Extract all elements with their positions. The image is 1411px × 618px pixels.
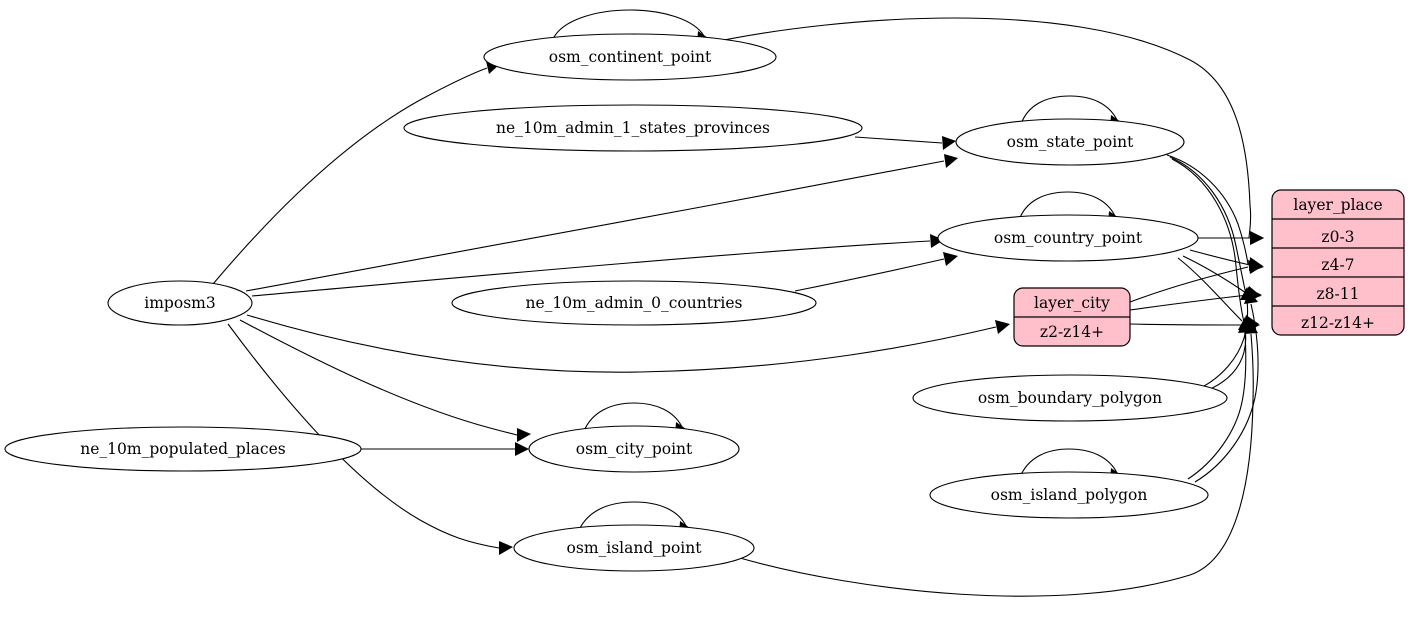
record-row-label-layer_city_title: layer_city xyxy=(1034,294,1110,312)
edge-imposm3-to-layer_city_z2 xyxy=(246,314,1010,373)
node-label-osm_boundary_polygon: osm_boundary_polygon xyxy=(978,389,1162,407)
record-row-layer_city_title[interactable]: layer_city xyxy=(1034,294,1110,312)
edge-ne_10m_admin_0_countries-to-osm_country_point xyxy=(794,252,958,292)
node-osm_island_point[interactable]: osm_island_point xyxy=(513,524,755,572)
node-layer: imposm3 ne_10m_populated_places ne_10m_a… xyxy=(4,33,1228,572)
node-osm_country_point[interactable]: osm_country_point xyxy=(937,214,1199,262)
record-row-layer_place_z0_3[interactable]: z0-3 xyxy=(1321,228,1354,246)
node-label-osm_state_point: osm_state_point xyxy=(1007,133,1135,151)
record-row-layer_place_title[interactable]: layer_place xyxy=(1293,196,1382,214)
edge-layer_city_z2-to-layer_place_z4_7 xyxy=(1129,260,1263,303)
record-body-layer_place xyxy=(1271,189,1405,336)
node-label-osm_city_point: osm_city_point xyxy=(576,440,693,458)
node-label-osm_continent_point: osm_continent_point xyxy=(549,48,712,66)
node-osm_boundary_polygon[interactable]: osm_boundary_polygon xyxy=(912,374,1228,422)
record-layer: layer_place z0-3 z4-7 z8-11 z12-z14+ la xyxy=(1013,189,1405,347)
record-node-layer_place[interactable]: layer_place z0-3 z4-7 z8-11 z12-z14+ xyxy=(1271,189,1405,336)
record-row-label-layer_place_z4_7: z4-7 xyxy=(1321,256,1354,274)
node-label-imposm3: imposm3 xyxy=(144,294,215,312)
node-label-osm_island_point: osm_island_point xyxy=(567,539,703,557)
node-label-ne_10m_admin_0_countries: ne_10m_admin_0_countries xyxy=(526,294,743,312)
node-label-osm_island_polygon: osm_island_polygon xyxy=(991,486,1148,504)
node-label-ne_10m_populated_places: ne_10m_populated_places xyxy=(80,440,285,458)
edge-imposm3-to-osm_continent_point xyxy=(212,61,500,285)
node-ne_10m_admin_0_countries[interactable]: ne_10m_admin_0_countries xyxy=(451,280,817,326)
record-row-layer_place_z8_11[interactable]: z8-11 xyxy=(1317,285,1360,303)
edge-ne_10m_admin_1_states_provinces-to-osm_state_point xyxy=(854,136,956,150)
node-label-osm_country_point: osm_country_point xyxy=(994,229,1143,247)
edge-imposm3-to-osm_city_point xyxy=(239,319,531,442)
node-osm_state_point[interactable]: osm_state_point xyxy=(955,118,1185,166)
node-ne_10m_admin_1_states_provinces[interactable]: ne_10m_admin_1_states_provinces xyxy=(403,104,863,152)
edge-osm_country_point-to-layer_place_z0_3 xyxy=(1198,231,1264,245)
edge-osm_island_polygon-to-layer_place_z8_11 xyxy=(1194,290,1259,483)
record-row-layer_place_z4_7[interactable]: z4-7 xyxy=(1321,256,1354,274)
record-node-layer_city[interactable]: layer_city z2-z14+ xyxy=(1013,287,1131,347)
node-osm_city_point[interactable]: osm_city_point xyxy=(528,425,740,473)
record-row-label-layer_city_z2: z2-z14+ xyxy=(1040,323,1104,341)
node-imposm3[interactable]: imposm3 xyxy=(107,280,253,326)
record-row-label-layer_place_title: layer_place xyxy=(1293,196,1382,214)
edge-imposm3-to-osm_island_point xyxy=(227,323,513,555)
edge-ne_10m_populated_places-to-osm_city_point xyxy=(361,442,529,456)
node-ne_10m_populated_places[interactable]: ne_10m_populated_places xyxy=(4,426,362,472)
node-label-ne_10m_admin_1_states_provinces: ne_10m_admin_1_states_provinces xyxy=(496,119,770,137)
record-row-label-layer_place_z12: z12-z14+ xyxy=(1301,314,1375,332)
node-osm_continent_point[interactable]: osm_continent_point xyxy=(483,33,777,81)
edge-osm_island_point-to-layer_place_z12 xyxy=(739,320,1258,597)
edge-imposm3-to-osm_state_point xyxy=(245,154,958,292)
edge-osm_state_point-to-layer_place_z4_7 xyxy=(1166,154,1263,271)
edge-imposm3-to-osm_country_point xyxy=(251,234,944,297)
record-row-layer_place_z12[interactable]: z12-z14+ xyxy=(1301,314,1375,332)
record-row-label-layer_place_z8_11: z8-11 xyxy=(1317,285,1360,303)
record-row-layer_city_z2[interactable]: z2-z14+ xyxy=(1040,323,1104,341)
node-osm_island_polygon[interactable]: osm_island_polygon xyxy=(929,471,1209,519)
record-row-label-layer_place_z0_3: z0-3 xyxy=(1321,228,1354,246)
